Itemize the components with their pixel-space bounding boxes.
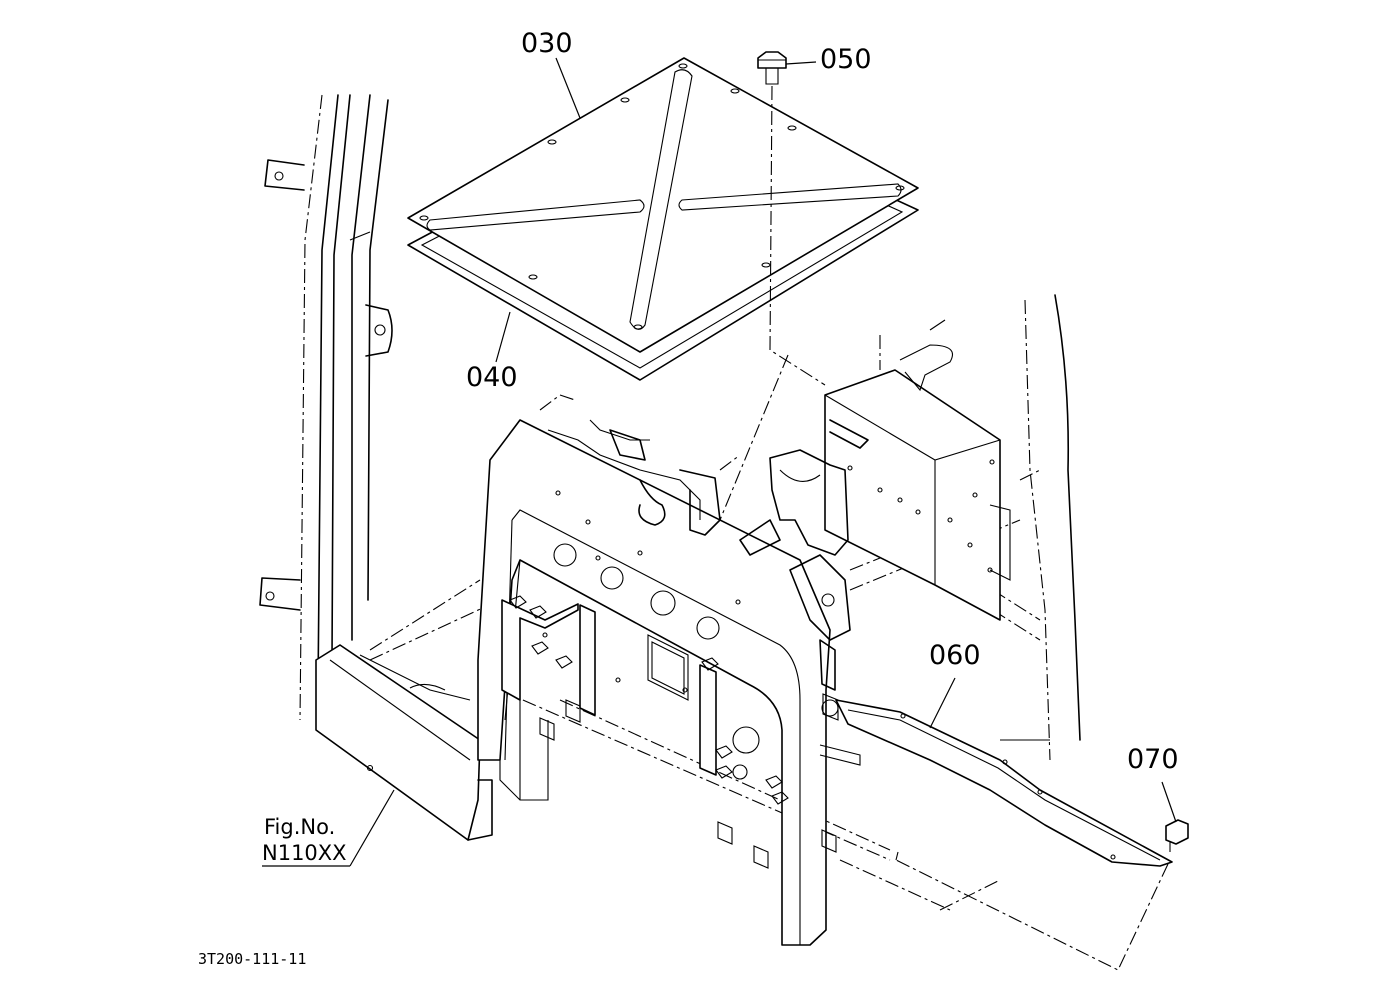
leader-lines bbox=[262, 57, 1177, 867]
callout-050: 050 bbox=[820, 44, 872, 75]
callout-040: 040 bbox=[466, 362, 518, 393]
front-frame-panel bbox=[477, 419, 831, 946]
upper-brackets bbox=[539, 354, 861, 853]
part-030-cover-plate bbox=[407, 57, 919, 353]
callout-060: 060 bbox=[929, 640, 981, 671]
drawing-code: 3T200-111-11 bbox=[198, 950, 306, 968]
part-060-side-cover bbox=[821, 699, 1173, 867]
rear-box bbox=[824, 319, 1041, 621]
left-cab-pillar bbox=[259, 94, 393, 721]
lower-left-panel bbox=[315, 644, 493, 841]
callout-070: 070 bbox=[1127, 744, 1179, 775]
figure-ref-prefix: Fig.No. bbox=[264, 815, 335, 839]
figure-ref-number: N110XX bbox=[262, 841, 347, 865]
part-050-bolt bbox=[757, 51, 826, 386]
part-070-bolt bbox=[895, 819, 1189, 971]
callout-030: 030 bbox=[521, 28, 573, 59]
right-cab-pillar bbox=[1000, 294, 1081, 761]
